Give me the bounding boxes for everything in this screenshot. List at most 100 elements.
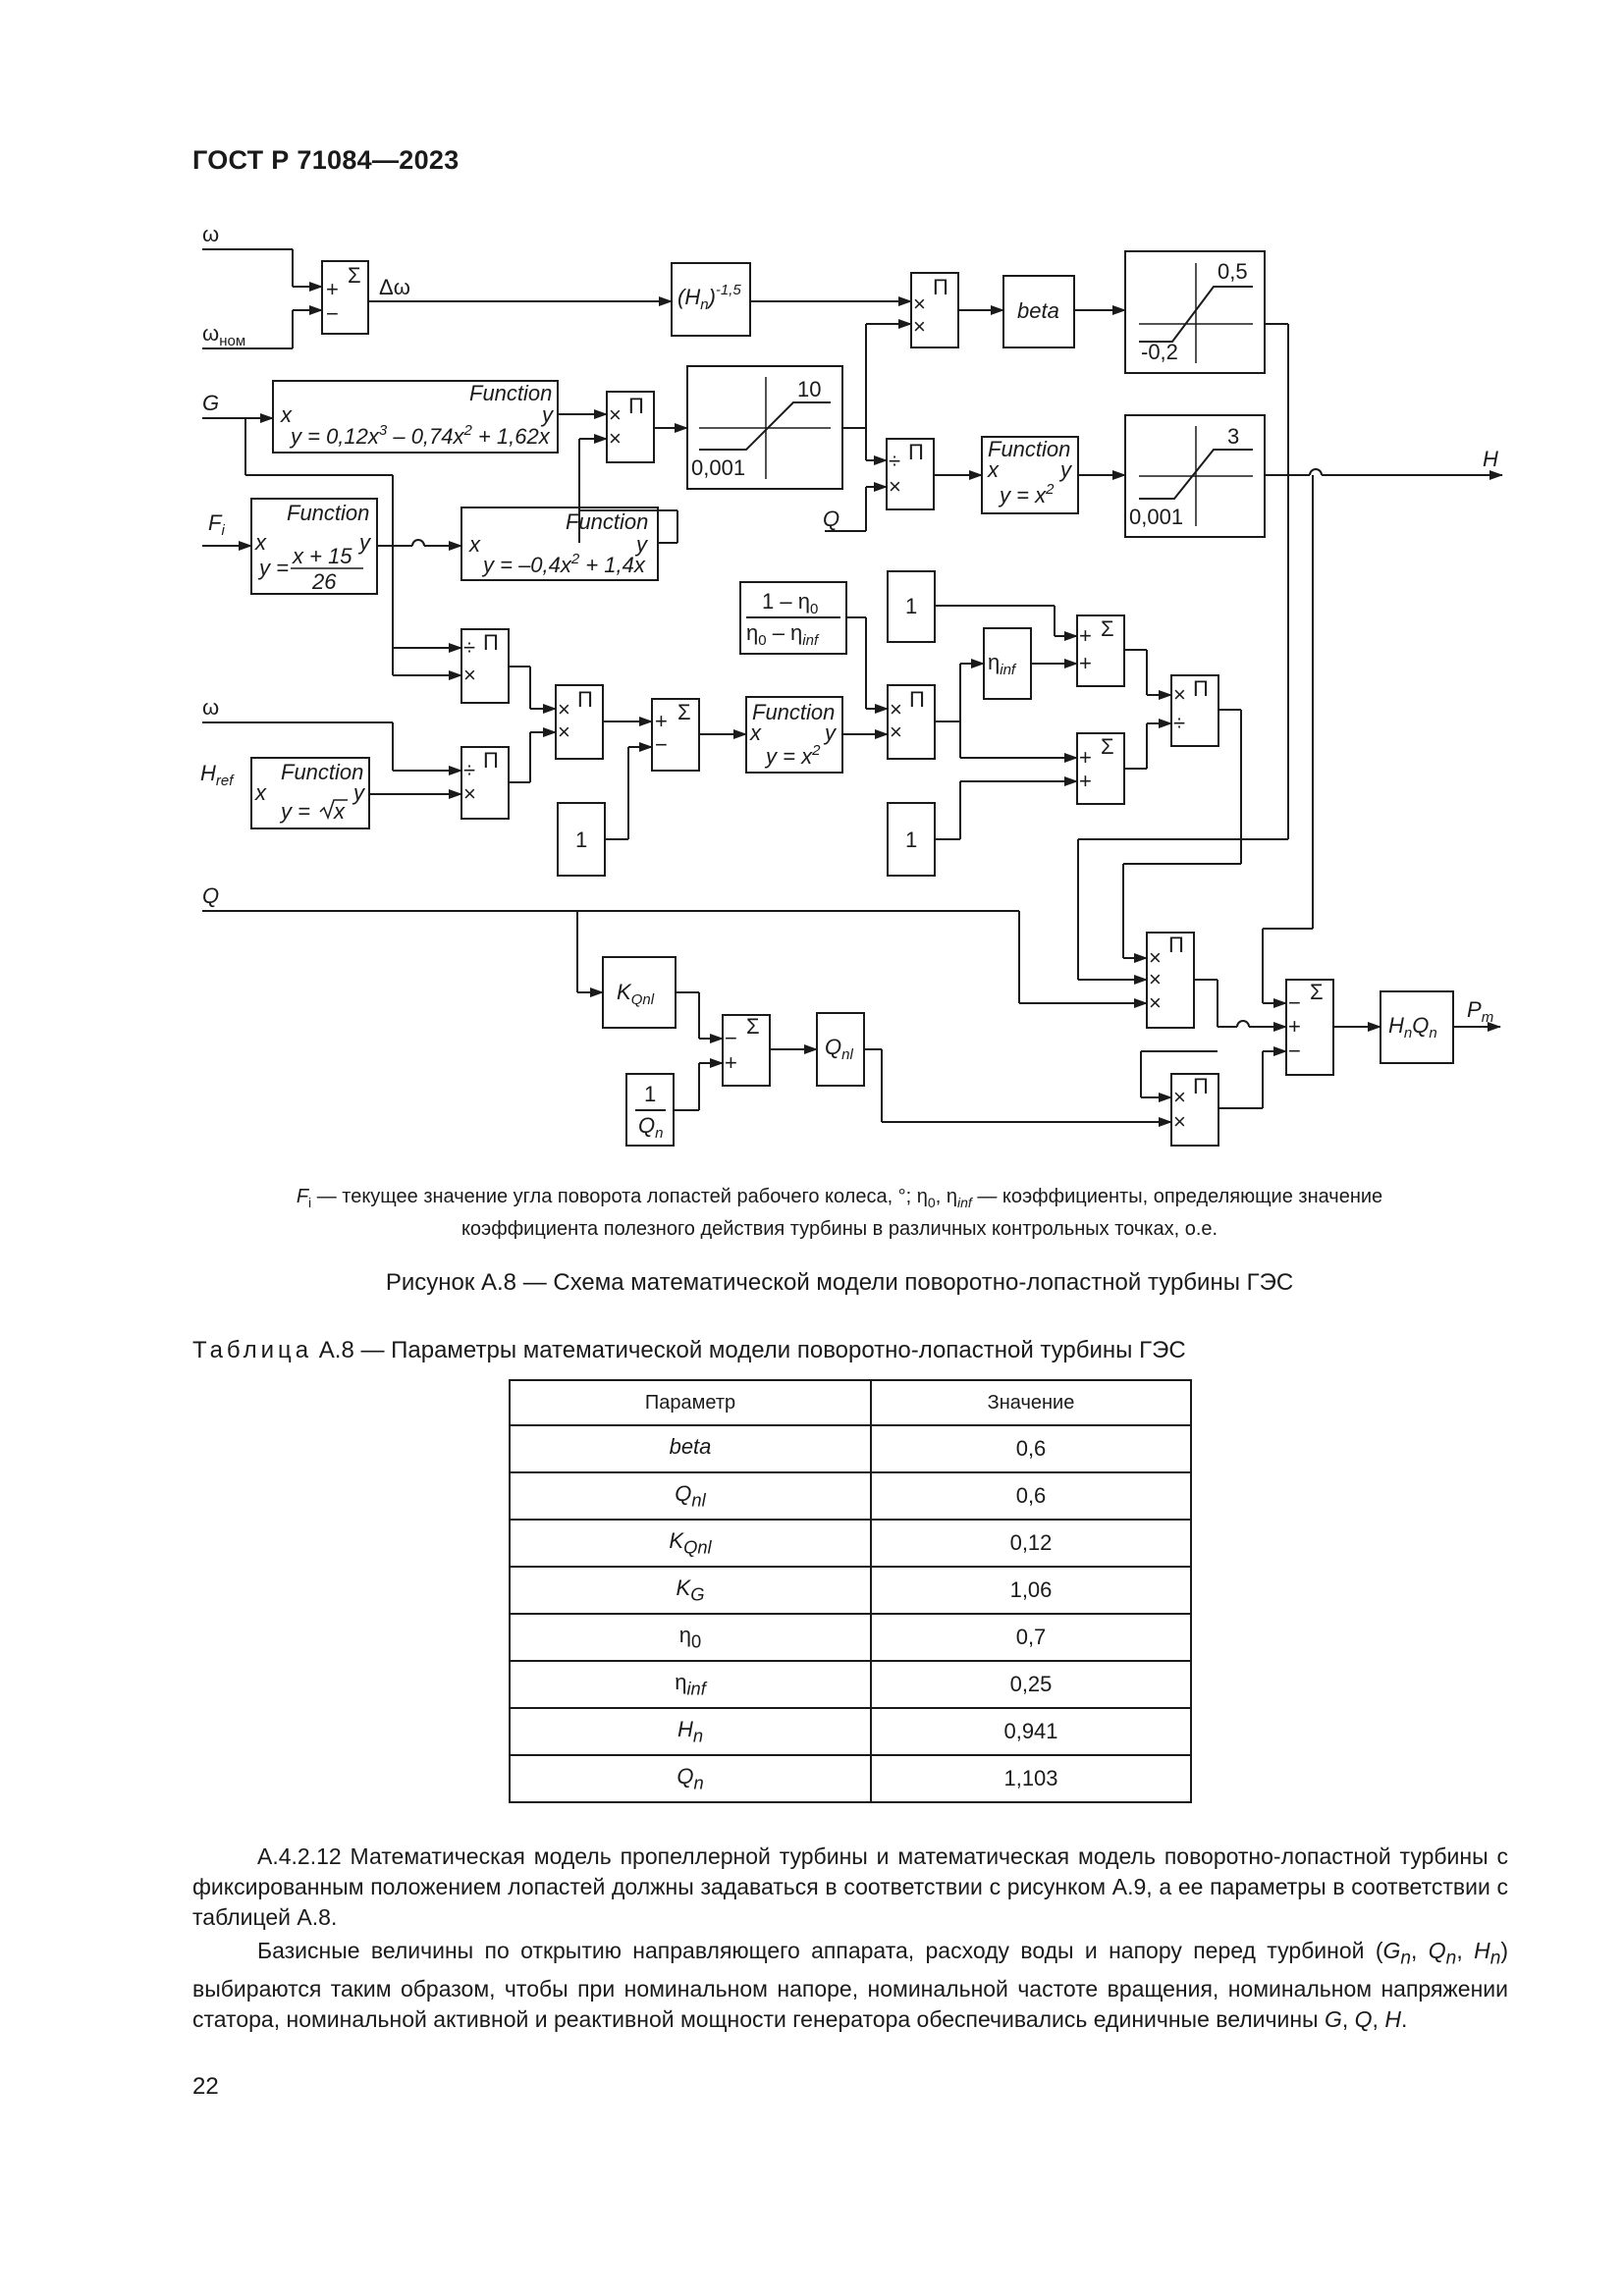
svg-text:Σ: Σ: [677, 700, 691, 724]
svg-text:x: x: [987, 457, 1000, 482]
delta-omega-label: Δω: [379, 275, 410, 299]
svg-text:×: ×: [1173, 1085, 1186, 1109]
header-value: Значение: [870, 1379, 1192, 1426]
table-header-row: Параметр Значение: [509, 1379, 1192, 1426]
svg-text:−: −: [655, 732, 668, 757]
svg-text:×: ×: [558, 720, 570, 744]
svg-text:Π: Π: [483, 630, 499, 655]
sum-block-1: [321, 260, 369, 335]
svg-text:Π: Π: [577, 687, 593, 712]
svg-text:−: −: [725, 1026, 737, 1050]
svg-text:x: x: [280, 402, 293, 427]
svg-text:+: +: [1288, 1014, 1301, 1039]
svg-text:ωном: ωном: [202, 321, 245, 349]
svg-text:y = 0,12x3 – 0,74x2 + 1,62x: y = 0,12x3 – 0,74x2 + 1,62x: [289, 422, 551, 449]
svg-text:×: ×: [463, 781, 476, 806]
paragraph-a4212: А.4.2.12 Математическая модель пропеллер…: [192, 1843, 1508, 1930]
svg-text:Σ: Σ: [348, 263, 361, 288]
svg-text:-0,2: -0,2: [1141, 340, 1178, 364]
svg-text:0,001: 0,001: [691, 455, 745, 480]
standard-header: ГОСТ Р 71084—2023: [192, 145, 460, 175]
svg-text:Π: Π: [933, 275, 948, 299]
svg-text:Function: Function: [752, 700, 835, 724]
svg-text:−: −: [326, 301, 339, 326]
svg-text:HnQn: HnQn: [1388, 1013, 1437, 1041]
svg-text:Π: Π: [628, 394, 644, 418]
svg-text:Σ: Σ: [746, 1014, 760, 1039]
svg-text:+: +: [1079, 745, 1092, 770]
svg-text:x: x: [254, 780, 267, 805]
svg-text:η0 – ηinf: η0 – ηinf: [746, 620, 820, 649]
svg-text:1 – η0: 1 – η0: [762, 589, 818, 617]
svg-text:−: −: [1288, 990, 1301, 1015]
figure-caption: Рисунок А.8 — Схема математической модел…: [385, 1269, 1294, 1296]
svg-text:×: ×: [558, 697, 570, 721]
svg-text:×: ×: [913, 314, 926, 339]
svg-text:y: y: [540, 402, 555, 427]
svg-text:×: ×: [889, 474, 901, 499]
svg-text:÷: ÷: [463, 758, 475, 782]
svg-text:×: ×: [609, 402, 622, 427]
svg-text:−: −: [1288, 1039, 1301, 1063]
svg-text:y = x2: y = x2: [998, 481, 1055, 507]
svg-text:+: +: [1079, 769, 1092, 793]
paragraph-base-values: Базисные величины по открытию направляющ…: [192, 1938, 1509, 2032]
svg-text:Σ: Σ: [1310, 980, 1324, 1004]
svg-text:÷: ÷: [1173, 711, 1185, 735]
svg-text:Σ: Σ: [1101, 616, 1114, 641]
svg-text:ηinf: ηinf: [988, 650, 1017, 678]
svg-text:÷: ÷: [463, 635, 475, 660]
svg-text:+: +: [655, 709, 668, 733]
svg-text:3: 3: [1227, 424, 1239, 449]
svg-text:y =: y =: [257, 556, 289, 580]
svg-text:x: x: [333, 799, 346, 824]
svg-text:+: +: [326, 277, 339, 301]
svg-text:y: y: [823, 721, 838, 745]
input-omega-2: ω: [202, 695, 219, 720]
svg-text:Function: Function: [566, 509, 648, 534]
svg-text:Π: Π: [1193, 676, 1209, 701]
svg-text:+: +: [1079, 623, 1092, 648]
block-diagram: ω ωном G Fi ω Href Q Q Δω H Pm Σ + − Π ×…: [200, 222, 1503, 1147]
svg-text:×: ×: [1173, 1109, 1186, 1134]
svg-text:0,5: 0,5: [1218, 259, 1248, 284]
svg-text:×: ×: [1149, 945, 1162, 970]
svg-text:+: +: [1079, 651, 1092, 675]
svg-text:y: y: [352, 780, 366, 805]
svg-text:y =: y =: [279, 799, 310, 824]
svg-text:×: ×: [890, 697, 902, 721]
svg-text:Qnl: Qnl: [825, 1035, 853, 1063]
svg-text:×: ×: [463, 663, 476, 687]
svg-text:Pm: Pm: [1467, 997, 1493, 1026]
svg-text:y: y: [1058, 457, 1073, 482]
svg-text:×: ×: [609, 426, 622, 451]
svg-text:×: ×: [890, 720, 902, 744]
svg-text:Function: Function: [281, 760, 363, 784]
svg-text:KQnl: KQnl: [617, 980, 655, 1008]
output-h: H: [1483, 447, 1498, 471]
svg-text:Π: Π: [908, 440, 924, 464]
svg-text:10: 10: [797, 377, 821, 401]
svg-text:x: x: [749, 721, 762, 745]
svg-text:Function: Function: [469, 381, 552, 405]
svg-text:Fi: Fi: [208, 510, 225, 539]
prod-block-6: [1170, 1073, 1219, 1147]
svg-text:y: y: [634, 532, 649, 557]
svg-text:×: ×: [1149, 990, 1162, 1015]
svg-text:26: 26: [311, 569, 337, 594]
svg-text:y = –0,4x2 + 1,4x: y = –0,4x2 + 1,4x: [481, 551, 646, 577]
input-omega: ω: [202, 222, 219, 246]
svg-text:1: 1: [575, 828, 587, 852]
input-g: G: [202, 391, 219, 415]
svg-text:Σ: Σ: [1101, 734, 1114, 759]
figure-note: Fi — текущее значение угла поворота лопа…: [296, 1186, 1383, 1240]
page-number: 22: [192, 2073, 219, 2100]
svg-text:+: +: [725, 1050, 737, 1075]
